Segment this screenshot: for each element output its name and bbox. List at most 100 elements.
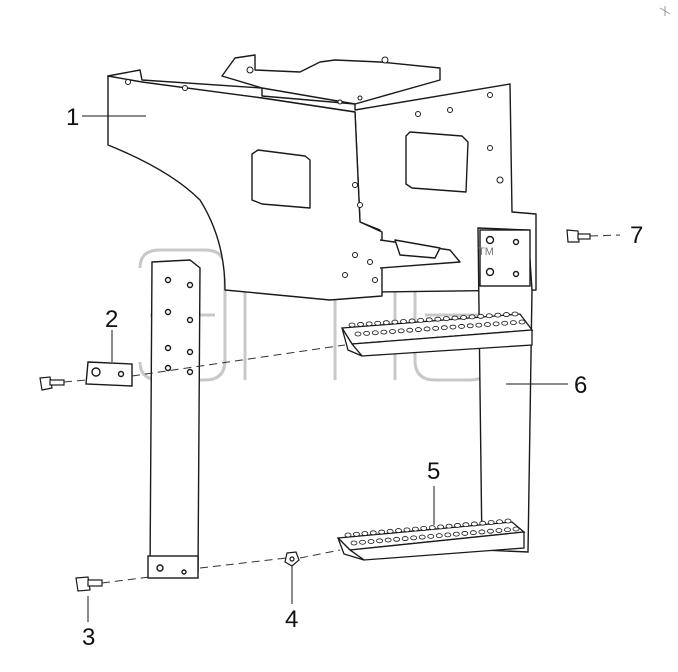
tread-tooth xyxy=(395,528,402,533)
tread-tooth xyxy=(418,534,426,540)
tread-tooth xyxy=(478,529,486,535)
tread-tooth xyxy=(423,326,431,332)
tread-tooth xyxy=(344,532,352,538)
tread-tooth xyxy=(348,322,356,328)
tread-tooth xyxy=(442,316,450,322)
callout-7: 7 xyxy=(630,222,644,249)
tread-tooth xyxy=(512,526,520,532)
bolt-7 xyxy=(566,229,591,243)
tread-tooth xyxy=(452,531,460,537)
tread-tooth xyxy=(468,314,476,320)
tread-tooth xyxy=(487,520,495,525)
tread-tooth xyxy=(492,321,500,327)
tread-tooth xyxy=(357,322,364,327)
callout-5: 5 xyxy=(427,458,441,485)
tread-tooth xyxy=(365,321,373,327)
tread-tooth xyxy=(458,324,465,329)
tread-tooth xyxy=(389,329,396,334)
tread-tooth xyxy=(350,540,358,546)
tread-tooth xyxy=(408,318,416,324)
tread-tooth xyxy=(428,525,436,531)
tread-tooth xyxy=(504,518,512,524)
spacer-plate xyxy=(85,361,133,387)
tread-tooth xyxy=(475,322,483,328)
tread-tooth xyxy=(374,320,382,326)
tread-tooth xyxy=(504,527,511,533)
tread-tooth xyxy=(466,323,474,329)
tread-tooth xyxy=(380,329,388,335)
assembly-dash-lines xyxy=(63,234,621,584)
bolt-3-lower xyxy=(75,576,103,592)
tread-tooth xyxy=(391,319,399,325)
tread-tooth xyxy=(437,524,445,530)
tread-tooth xyxy=(359,539,366,545)
bolt-3-upper xyxy=(39,376,65,391)
tread-tooth xyxy=(400,319,407,324)
tread-tooth xyxy=(444,532,452,538)
tread-tooth xyxy=(363,330,371,336)
tread-tooth xyxy=(361,531,369,536)
tread-tooth xyxy=(460,315,467,320)
right-step-strap xyxy=(477,227,533,553)
tread-tooth xyxy=(461,531,469,536)
tread-tooth xyxy=(410,535,418,541)
tread-tooth xyxy=(369,530,377,536)
tread-tooth xyxy=(371,330,379,336)
upper-tread-teeth xyxy=(348,311,526,337)
callout-2: 2 xyxy=(105,306,119,333)
tread-tooth xyxy=(378,529,386,535)
tread-tooth xyxy=(432,325,440,331)
tread-tooth xyxy=(503,312,510,317)
tread-tooth xyxy=(425,317,433,323)
tread-tooth xyxy=(518,319,526,325)
callout-6: 6 xyxy=(574,372,588,399)
tread-tooth xyxy=(511,311,519,317)
tread-tooth xyxy=(485,313,493,319)
tread-tooth xyxy=(434,316,442,322)
tread-tooth xyxy=(420,525,428,531)
tread-tooth xyxy=(501,320,509,326)
left-step-strap xyxy=(147,259,201,579)
tread-tooth xyxy=(393,536,401,542)
tread-tooth xyxy=(401,536,409,541)
watermark-trademark: TM xyxy=(478,246,494,258)
tread-tooth xyxy=(411,526,419,532)
tread-tooth xyxy=(406,327,414,333)
tread-tooth xyxy=(382,320,390,326)
tread-tooth xyxy=(454,523,461,528)
tread-tooth xyxy=(367,539,375,544)
tread-tooth xyxy=(462,522,470,528)
corner-mark-icon xyxy=(659,6,671,16)
tread-tooth xyxy=(449,324,457,330)
tread-tooth xyxy=(445,523,453,529)
tread-tooth xyxy=(440,325,448,331)
tread-tooth xyxy=(487,528,494,534)
callout-1: 1 xyxy=(66,104,80,131)
tread-tooth xyxy=(469,530,477,536)
tread-tooth xyxy=(384,537,392,543)
tread-tooth xyxy=(479,520,487,526)
callout-3: 3 xyxy=(82,624,96,651)
tread-tooth xyxy=(435,533,443,539)
callout-leaders xyxy=(82,115,568,622)
lower-tread-teeth xyxy=(344,518,520,546)
tread-tooth xyxy=(415,327,422,332)
tread-tooth xyxy=(397,328,405,334)
tread-tooth xyxy=(403,527,411,533)
tread-tooth xyxy=(495,528,503,533)
nut-4 xyxy=(284,551,300,567)
tread-tooth xyxy=(427,533,435,539)
callout-4: 4 xyxy=(285,606,299,633)
tread-tooth xyxy=(451,315,459,321)
tread-tooth xyxy=(470,521,478,527)
tread-tooth xyxy=(496,519,503,525)
tread-tooth xyxy=(386,528,394,534)
main-frame-bracket xyxy=(107,54,537,301)
tread-tooth xyxy=(509,320,517,326)
frame-holes xyxy=(125,56,504,283)
tread-tooth xyxy=(376,538,383,544)
tread-tooth xyxy=(484,322,491,327)
tread-tooth xyxy=(494,312,502,318)
tread-tooth xyxy=(477,313,485,319)
